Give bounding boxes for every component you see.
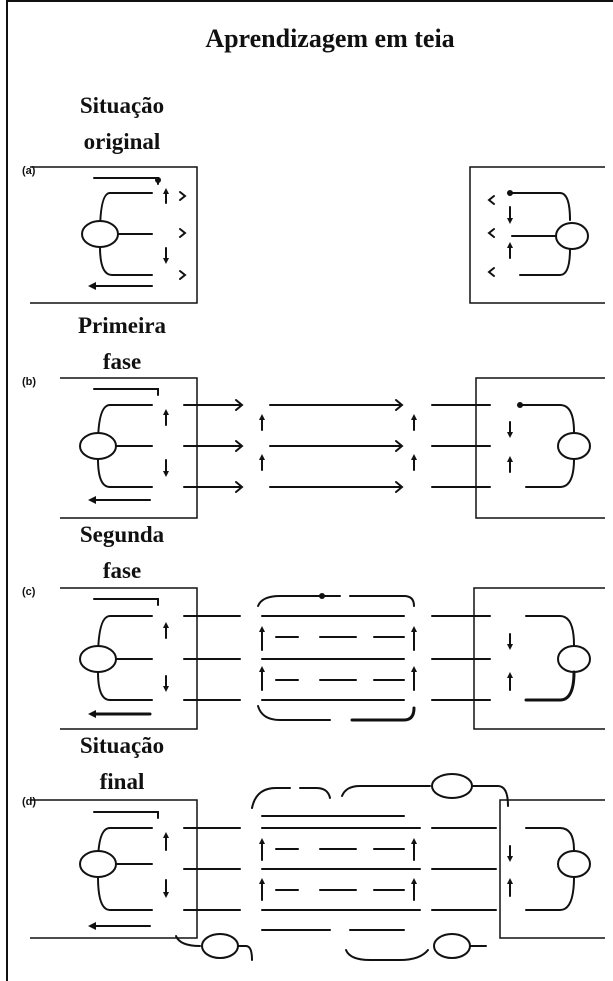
stage-b-tag: (b) xyxy=(22,376,37,388)
stage-a-line2: original xyxy=(83,129,161,154)
left-network-box xyxy=(30,166,198,304)
left-network-box xyxy=(60,377,198,519)
stage-c-line1: Segunda xyxy=(79,522,165,547)
right-network-box xyxy=(475,377,605,519)
stage-b-line1: Primeira xyxy=(77,313,167,338)
stage-a-label: Situação original xyxy=(42,88,202,160)
left-node xyxy=(79,850,117,878)
right-node xyxy=(555,222,589,250)
figure-frame xyxy=(6,0,613,981)
stage-a-diagram xyxy=(30,166,605,304)
right-network-box xyxy=(469,166,605,304)
stage-d-tag: (d) xyxy=(22,796,37,808)
stage-c-diagram xyxy=(60,587,605,730)
stage-d-label: Situação final xyxy=(42,728,202,800)
stage-d-diagram xyxy=(30,773,605,961)
left-node xyxy=(79,432,117,460)
stage-d-line1: Situação xyxy=(79,733,165,758)
left-node xyxy=(79,645,117,673)
stage-b-diagram xyxy=(60,377,605,519)
right-node xyxy=(557,645,591,673)
stage-a-tag: (a) xyxy=(22,165,36,177)
stage-b-label: Primeira fase xyxy=(42,308,202,380)
right-network-box xyxy=(499,799,605,939)
stage-c-line2: fase xyxy=(102,558,142,583)
right-node xyxy=(557,432,591,460)
stage-a-line1: Situação xyxy=(79,93,165,118)
left-node xyxy=(81,220,119,248)
lower-left-new-node xyxy=(201,933,239,959)
upper-new-node xyxy=(431,773,473,799)
stage-c-label: Segunda fase xyxy=(42,517,202,589)
lower-right-new-node xyxy=(433,933,471,959)
stage-c-tag: (c) xyxy=(22,586,36,598)
stage-b-line2: fase xyxy=(102,349,142,374)
right-node xyxy=(557,850,591,878)
stage-d-line2: final xyxy=(99,769,145,794)
figure-title: Aprendizagem em teia xyxy=(205,24,455,53)
